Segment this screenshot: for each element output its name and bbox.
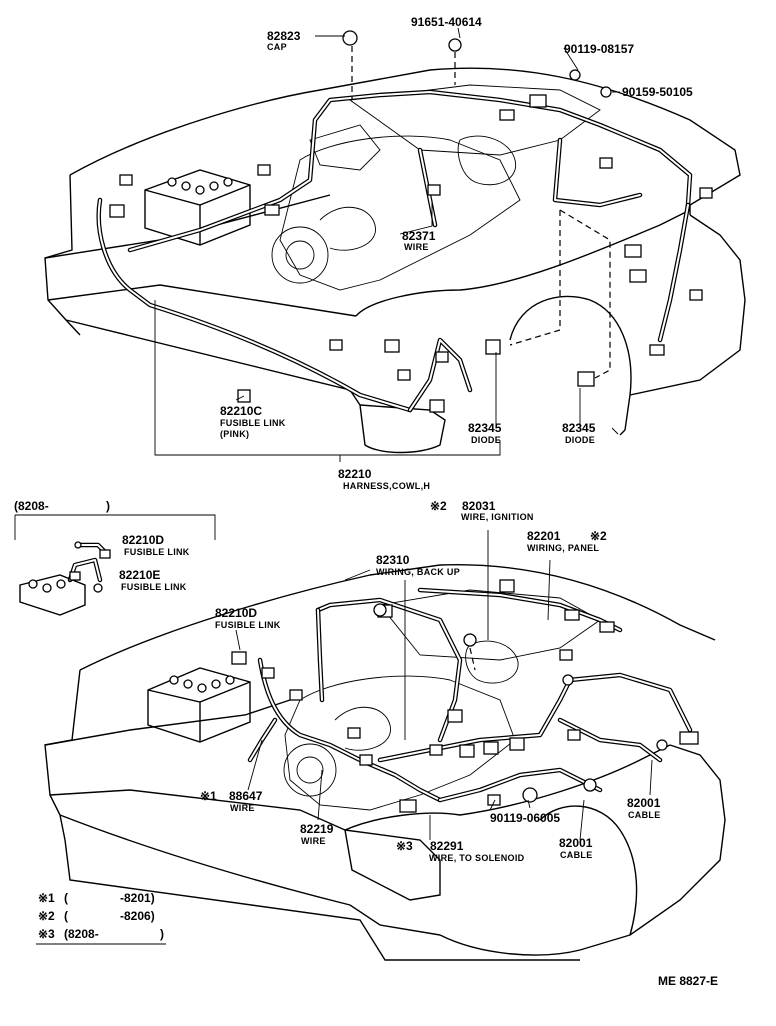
callout-bolt-bottom-number: 90119-06005 <box>490 811 560 825</box>
callout-bolt-right2-number: 90159-50105 <box>622 85 693 99</box>
footer-code: ME 8827-E <box>658 974 718 988</box>
callout-wiring-backup-number: 82310 <box>376 553 410 567</box>
battery-caps-bottom <box>169 675 235 693</box>
callout-bolt-top-number: 91651-40614 <box>411 15 482 29</box>
legend-range-3: ) <box>160 927 164 941</box>
callout-wire-ignition-mark: ※2 <box>430 499 447 513</box>
callout-wire-ignition-number: 82031 <box>462 499 496 513</box>
callout-wire-82219-name: WIRE <box>301 836 326 846</box>
callout-cap-name: CAP <box>267 42 287 52</box>
callout-fusible-link-pink-number: 82210C <box>220 404 262 418</box>
callout-wiring-panel-mark: ※2 <box>590 529 607 543</box>
callout-fusible-d2-number: 82210D <box>215 606 257 620</box>
callout-diode-left-number: 82345 <box>468 421 502 435</box>
callout-wiring-backup-name: WIRING, BACK UP <box>376 567 460 577</box>
bottom-vehicle-outline <box>44 563 726 961</box>
callout-diode-left-name: DIODE <box>471 435 501 445</box>
callout-wire-88647-mark: ※1 <box>200 789 217 803</box>
legend-range-2: -8206) <box>120 909 155 923</box>
inset-fusible-e-name: FUSIBLE LINK <box>121 582 187 592</box>
callout-wire-solenoid-number: 82291 <box>430 839 464 853</box>
legend-open-2: ( <box>64 909 68 923</box>
inset-title: (8208- <box>14 499 49 513</box>
callout-diode-right-name: DIODE <box>565 435 595 445</box>
callout-wire-88647-number: 88647 <box>229 789 263 803</box>
legend-open-3: (8208- <box>64 927 99 941</box>
callout-diode-right-number: 82345 <box>562 421 596 435</box>
callout-wiring-panel-name: WIRING, PANEL <box>527 543 599 553</box>
top-connectors <box>109 30 713 413</box>
callout-harness-name: HARNESS,COWL,H <box>343 481 430 491</box>
inset-fusible-d-number: 82210D <box>122 533 164 547</box>
legend: ※1 ( -8201) ※2 ( -8206) ※3 (8208- ) <box>36 891 166 945</box>
legend-range-1: -8201) <box>120 891 155 905</box>
callout-wire-solenoid-mark: ※3 <box>396 839 413 853</box>
legend-open-1: ( <box>64 891 68 905</box>
callout-fusible-d2-name: FUSIBLE LINK <box>215 620 281 630</box>
battery-caps-top <box>167 177 233 195</box>
legend-mark-3: ※3 <box>38 927 55 941</box>
callout-cap-number: 82823 <box>267 29 301 43</box>
callout-fusible-link-pink-name: FUSIBLE LINK <box>220 418 286 428</box>
callout-wire-88647-name: WIRE <box>230 803 255 813</box>
inset-title-close: ) <box>106 499 110 513</box>
callout-harness-number: 82210 <box>338 467 372 481</box>
bottom-harness <box>247 587 693 803</box>
callout-cable-bottom-number: 82001 <box>559 836 593 850</box>
bottom-callouts: ※2 82031 WIRE, IGNITION ※2 82201 WIRING,… <box>200 499 661 863</box>
callout-wiring-panel-number: 82201 <box>527 529 561 543</box>
legend-mark-2: ※2 <box>38 909 55 923</box>
top-leader-lines <box>154 27 620 462</box>
callout-fusible-link-pink-color: (PINK) <box>220 429 249 439</box>
callout-cable-bottom-name: CABLE <box>560 850 593 860</box>
top-dashed-guides <box>351 46 611 379</box>
inset-diagram: (8208- ) 82210D FUSIBLE LINK 82210E FUSI… <box>14 499 216 616</box>
callout-wire-ignition-name: WIRE, IGNITION <box>461 512 534 522</box>
callout-wire-82219-number: 82219 <box>300 822 334 836</box>
top-callouts: 82823 CAP 91651-40614 90119-08157 90159-… <box>220 15 693 491</box>
inset-fusible-d-name: FUSIBLE LINK <box>124 547 190 557</box>
callout-wire-number: 82371 <box>402 229 436 243</box>
callout-cable-right-number: 82001 <box>627 796 661 810</box>
bottom-leader-lines <box>235 530 653 841</box>
legend-mark-1: ※1 <box>38 891 55 905</box>
callout-wire-name: WIRE <box>404 242 429 252</box>
callout-wire-solenoid-name: WIRE, TO SOLENOID <box>429 853 525 863</box>
inset-fusible-e-number: 82210E <box>119 568 160 582</box>
top-vehicle-outline <box>44 67 746 454</box>
callout-bolt-right1-number: 90119-08157 <box>564 42 634 56</box>
callout-cable-right-name: CABLE <box>628 810 661 820</box>
bottom-connectors <box>231 579 699 813</box>
top-harness <box>96 89 693 413</box>
